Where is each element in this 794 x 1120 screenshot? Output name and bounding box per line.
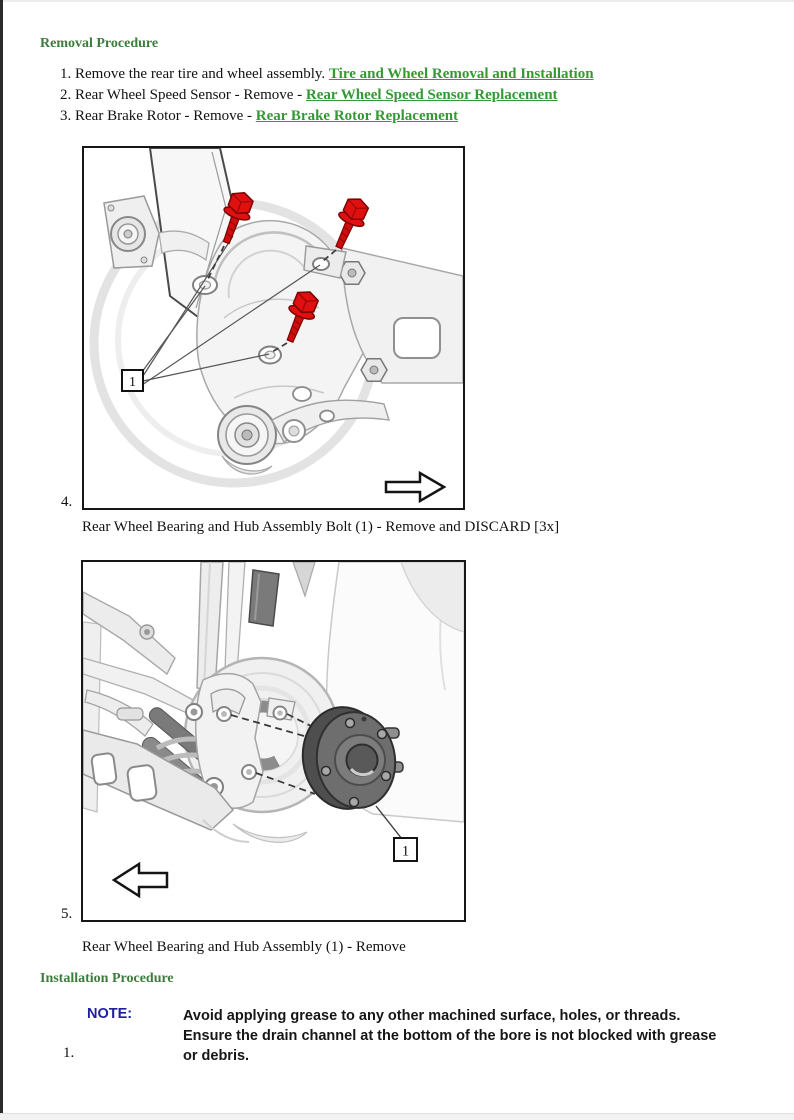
removal-step-2: 2. Rear Wheel Speed Sensor - Remove - Re…	[60, 87, 558, 104]
note-line-2: Ensure the drain channel at the bottom o…	[183, 1028, 717, 1044]
step-number-4: 4.	[61, 494, 73, 510]
note-text: Avoid applying grease to any other machi…	[183, 1006, 716, 1066]
link-wheel-speed-sensor-replacement[interactable]: Rear Wheel Speed Sensor Replacement	[305, 87, 558, 103]
bolt-hole	[192, 257, 335, 423]
page-left-edge	[0, 0, 3, 1120]
note-line-1: Avoid applying grease to any other machi…	[183, 1008, 681, 1024]
direction-arrow-left-icon	[111, 861, 169, 899]
note-label: NOTE:	[87, 1006, 133, 1022]
removal-step-1: 1. Remove the rear tire and wheel assemb…	[60, 66, 594, 83]
figure2-illustration: 1	[83, 562, 464, 899]
bolt-axis-dashed-lines	[206, 245, 337, 353]
step-text: Rear Brake Rotor - Remove -	[75, 108, 253, 124]
note-line-3: or debris.	[183, 1048, 250, 1064]
hub-bearing-assembly	[301, 706, 404, 810]
step-text: Remove the rear tire and wheel assembly.	[75, 66, 326, 82]
step-number-5: 5.	[61, 906, 73, 922]
removal-procedure-heading: Removal Procedure	[40, 36, 159, 51]
callout-leader-lines	[141, 235, 321, 386]
step-number: 2.	[60, 87, 72, 103]
step-number: 3.	[60, 108, 72, 124]
page-top-border	[0, 0, 794, 2]
removal-step-3: 3. Rear Brake Rotor - Remove - Rear Brak…	[60, 108, 458, 125]
direction-arrow-right-icon	[384, 470, 447, 504]
figure-hub-assembly-remove: 1	[81, 560, 466, 922]
step-text: Rear Wheel Speed Sensor - Remove -	[75, 87, 303, 103]
figure1-illustration: 1	[89, 148, 463, 504]
callout-label: 1	[129, 375, 136, 390]
figure-hub-assembly-bolts: 1	[82, 146, 465, 510]
installation-step-1-number: 1.	[63, 1045, 75, 1061]
callout-1-box: 1	[121, 369, 144, 392]
figure2-caption: Rear Wheel Bearing and Hub Assembly (1) …	[82, 939, 406, 955]
link-tire-and-wheel-removal[interactable]: Tire and Wheel Removal and Installation	[328, 66, 594, 82]
hub-axis-dashed-lines	[230, 713, 324, 795]
installation-procedure-heading: Installation Procedure	[40, 971, 174, 986]
figure1-caption: Rear Wheel Bearing and Hub Assembly Bolt…	[82, 519, 560, 535]
callout-label: 1	[402, 844, 410, 860]
step-number: 1.	[60, 66, 72, 82]
callout-1-box: 1	[393, 837, 418, 862]
page-bottom-bar	[0, 1113, 794, 1120]
link-brake-rotor-replacement[interactable]: Rear Brake Rotor Replacement	[255, 108, 459, 124]
